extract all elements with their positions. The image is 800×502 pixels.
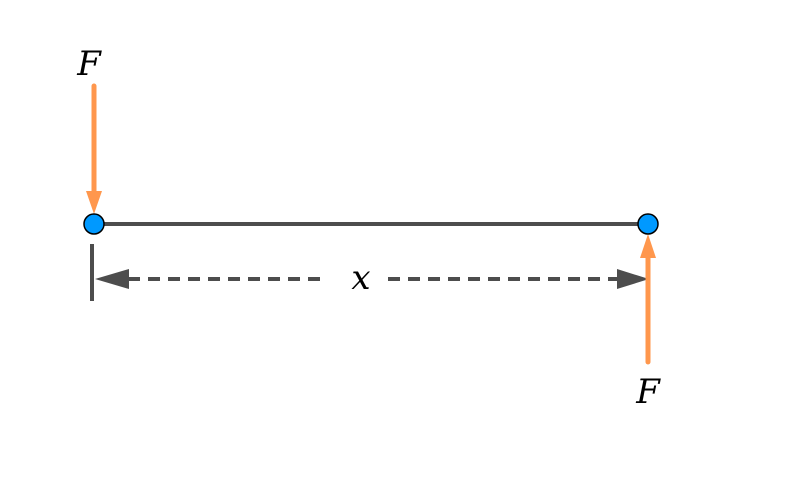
force-label-bottom: F xyxy=(635,372,661,412)
arrowhead-left xyxy=(95,269,129,289)
node-left xyxy=(83,213,105,235)
force-label-top: F xyxy=(76,44,102,84)
force-arrowhead-top xyxy=(86,191,102,214)
node-right xyxy=(637,213,659,235)
arrowhead-right xyxy=(617,269,649,289)
force-arrowhead-bottom xyxy=(640,234,656,258)
distance-label: x xyxy=(351,258,370,298)
